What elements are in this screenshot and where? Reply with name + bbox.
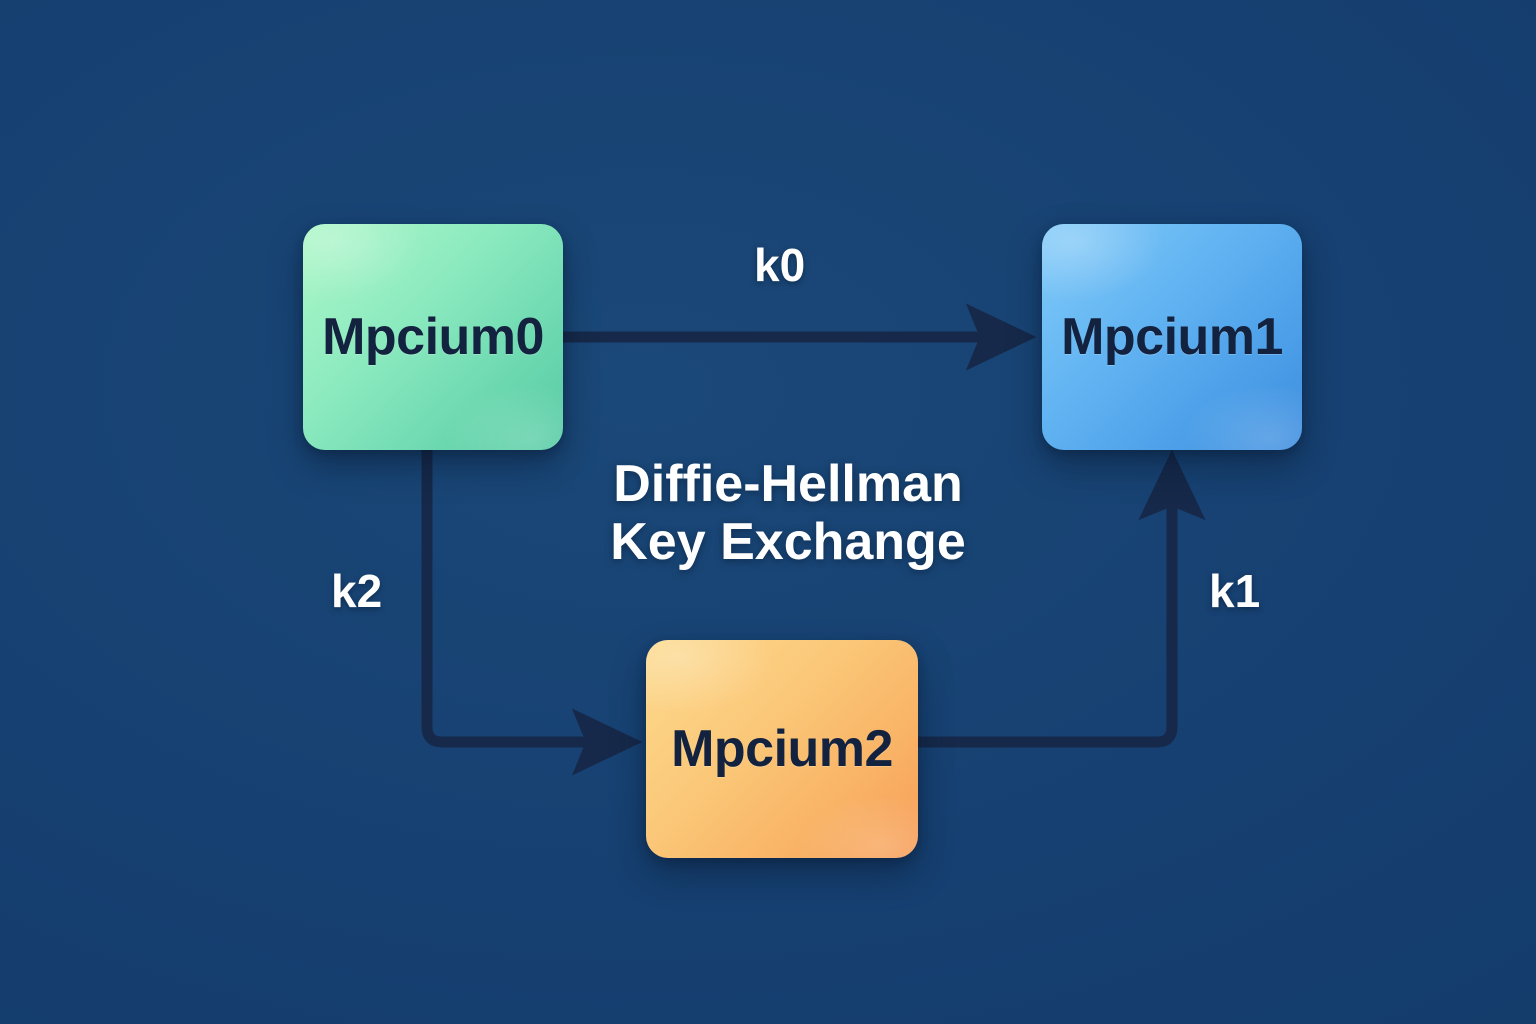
node-mpcium1-label: Mpcium1	[1061, 308, 1283, 366]
diagram-title-line-1: Diffie-Hellman	[613, 455, 963, 513]
diagram-title: Diffie-Hellman Key Exchange	[488, 455, 1088, 571]
edge-label-k2: k2	[331, 565, 383, 617]
edge-label-k0: k0	[754, 239, 806, 291]
diagram-title-line-2: Key Exchange	[610, 513, 966, 572]
edge-k2-path	[421, 450, 643, 776]
node-mpcium1[interactable]: Mpcium1	[1042, 224, 1302, 450]
node-mpcium2-label: Mpcium2	[671, 720, 893, 778]
node-mpcium2[interactable]: Mpcium2	[646, 640, 918, 858]
edge-label-k1: k1	[1209, 565, 1261, 617]
node-mpcium0-label: Mpcium0	[322, 308, 544, 366]
edge-k1-path	[918, 449, 1206, 748]
node-mpcium0[interactable]: Mpcium0	[303, 224, 563, 450]
